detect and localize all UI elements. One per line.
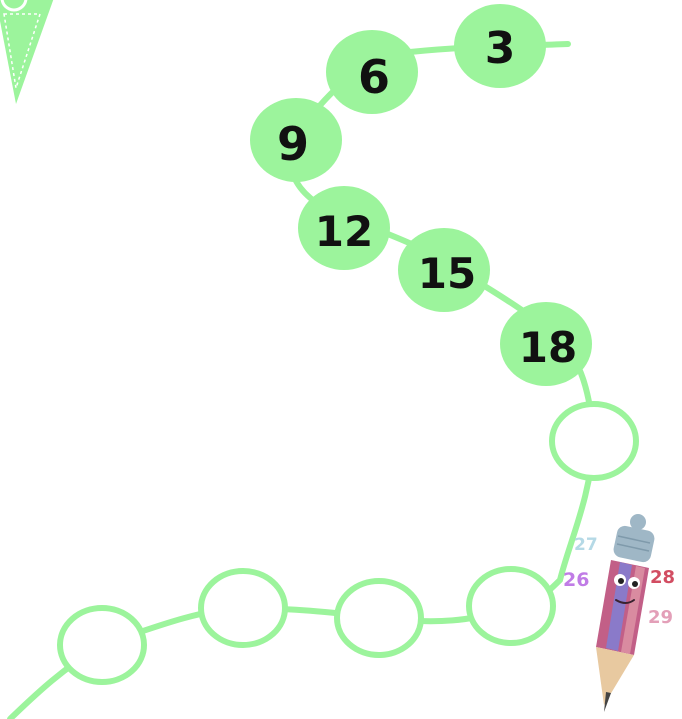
blank-circle-2[interactable]: [469, 569, 553, 643]
sequence-number: 12: [315, 207, 373, 256]
blank-circle-5[interactable]: [60, 608, 144, 682]
pennant-decoration: [0, 0, 55, 104]
blank-circle-3[interactable]: [337, 581, 421, 655]
pencil-number: 28: [650, 567, 675, 588]
pencil-number: 29: [648, 607, 673, 628]
blank-circle-4[interactable]: [201, 571, 285, 645]
sequence-circle-9: 9: [250, 98, 342, 182]
sequence-number: 9: [277, 117, 309, 171]
pencil-mascot: 26 27 28 29: [563, 514, 675, 712]
sequence-circle-6: 6: [326, 30, 418, 114]
sequence-number: 15: [418, 249, 476, 298]
sequence-number: 6: [358, 50, 390, 104]
sequence-circle-15: 15: [398, 228, 490, 312]
filled-circles: 3 6 9 12 15 18: [250, 4, 592, 386]
pencil-number: 27: [574, 535, 598, 555]
pencil-number: 26: [563, 569, 589, 591]
blank-circle-1[interactable]: [552, 404, 636, 478]
sequence-circle-3: 3: [454, 4, 546, 88]
sequence-circle-12: 12: [298, 186, 390, 270]
sequence-number: 3: [485, 23, 516, 74]
blank-circles: [60, 404, 636, 682]
sequence-circle-18: 18: [500, 302, 592, 386]
sequence-number: 18: [519, 323, 577, 372]
